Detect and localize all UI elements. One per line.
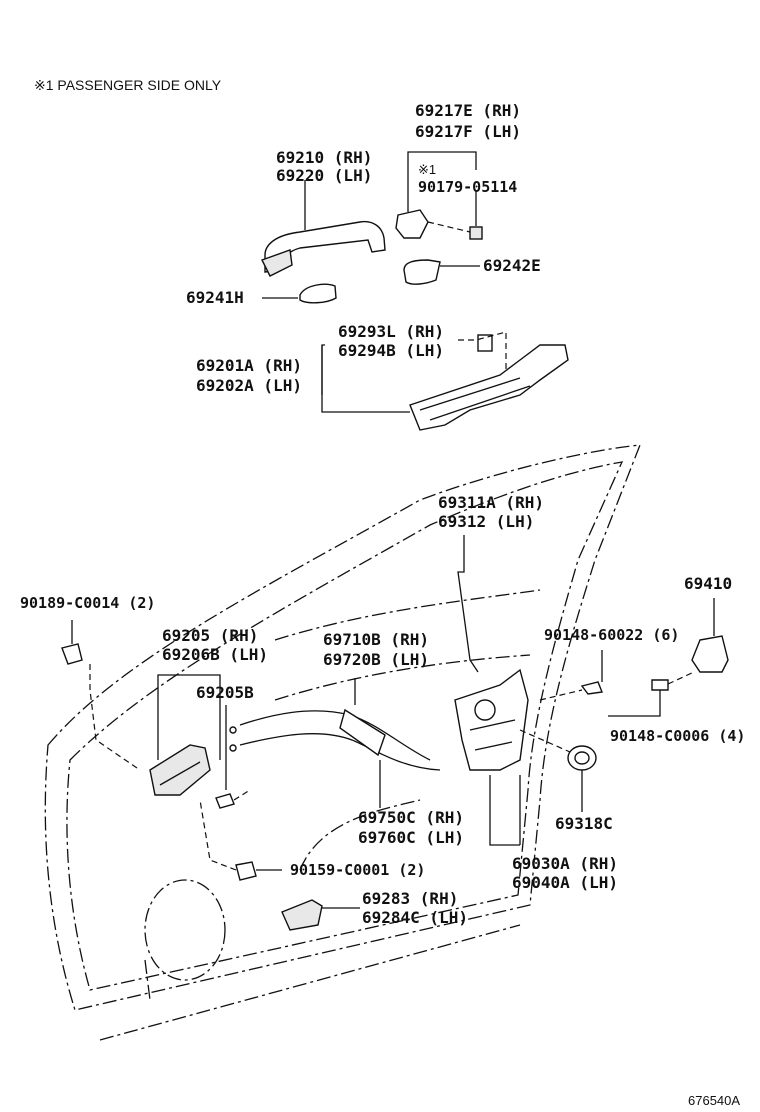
- outer-door-handle: [261, 180, 386, 277]
- catalog-number: 676540A: [688, 1093, 741, 1108]
- label-69205: 69205 (RH): [162, 626, 259, 645]
- label-90179: 90179-05114: [418, 178, 518, 196]
- screw: [199, 799, 282, 881]
- label-69710b: 69710B (RH): [323, 630, 429, 649]
- label-69284c: 69284C (LH): [362, 908, 468, 927]
- door-cables: [229, 678, 441, 808]
- inside-door-handle: [149, 674, 251, 809]
- label-69206b: 69206B (LH): [162, 645, 268, 664]
- label-69210: 69210 (RH): [276, 148, 373, 167]
- label-69312: 69312 (LH): [438, 512, 535, 531]
- label-69311a: 69311A (RH): [438, 493, 544, 512]
- label-69205b: 69205B: [196, 683, 254, 702]
- clip: [61, 620, 141, 771]
- door-lock-assembly: [454, 668, 529, 846]
- label-69318c: 69318C: [555, 814, 613, 833]
- label-69720b: 69720B (LH): [323, 650, 429, 669]
- striker: [539, 598, 729, 717]
- label-69410: 69410: [684, 574, 733, 593]
- label-90189: 90189-C0014 (2): [20, 594, 156, 612]
- label-90148-c0006: 90148-C0006 (4): [610, 727, 746, 745]
- handle-pads: [262, 259, 480, 304]
- door-outline: [44, 444, 641, 1041]
- label-69760c: 69760C (LH): [358, 828, 464, 847]
- label-69242e: 69242E: [483, 256, 541, 275]
- label-69241h: 69241H: [186, 288, 244, 307]
- note-mark: ※1: [418, 162, 437, 177]
- passenger-side-note: ※1 PASSENGER SIDE ONLY: [34, 77, 222, 93]
- label-69217f: 69217F (LH): [415, 122, 521, 141]
- label-69030a: 69030A (RH): [512, 854, 618, 873]
- label-90148-60022: 90148-60022 (6): [544, 626, 680, 644]
- handle-cover: [395, 151, 483, 240]
- label-69217e: 69217E (RH): [415, 101, 521, 120]
- handle-frame: [321, 331, 569, 431]
- grommet: [519, 729, 597, 812]
- cover-panel: [281, 899, 360, 931]
- lock-rod: [457, 535, 479, 673]
- label-69220: 69220 (LH): [276, 166, 373, 185]
- label-69750c: 69750C (RH): [358, 808, 464, 827]
- label-69293l: 69293L (RH): [338, 322, 444, 341]
- label-69294b: 69294B (LH): [338, 341, 444, 360]
- label-90159: 90159-C0001 (2): [290, 861, 426, 879]
- label-69201a: 69201A (RH): [196, 356, 302, 375]
- label-69040a: 69040A (LH): [512, 873, 618, 892]
- label-69283: 69283 (RH): [362, 889, 459, 908]
- label-69202a: 69202A (LH): [196, 376, 302, 395]
